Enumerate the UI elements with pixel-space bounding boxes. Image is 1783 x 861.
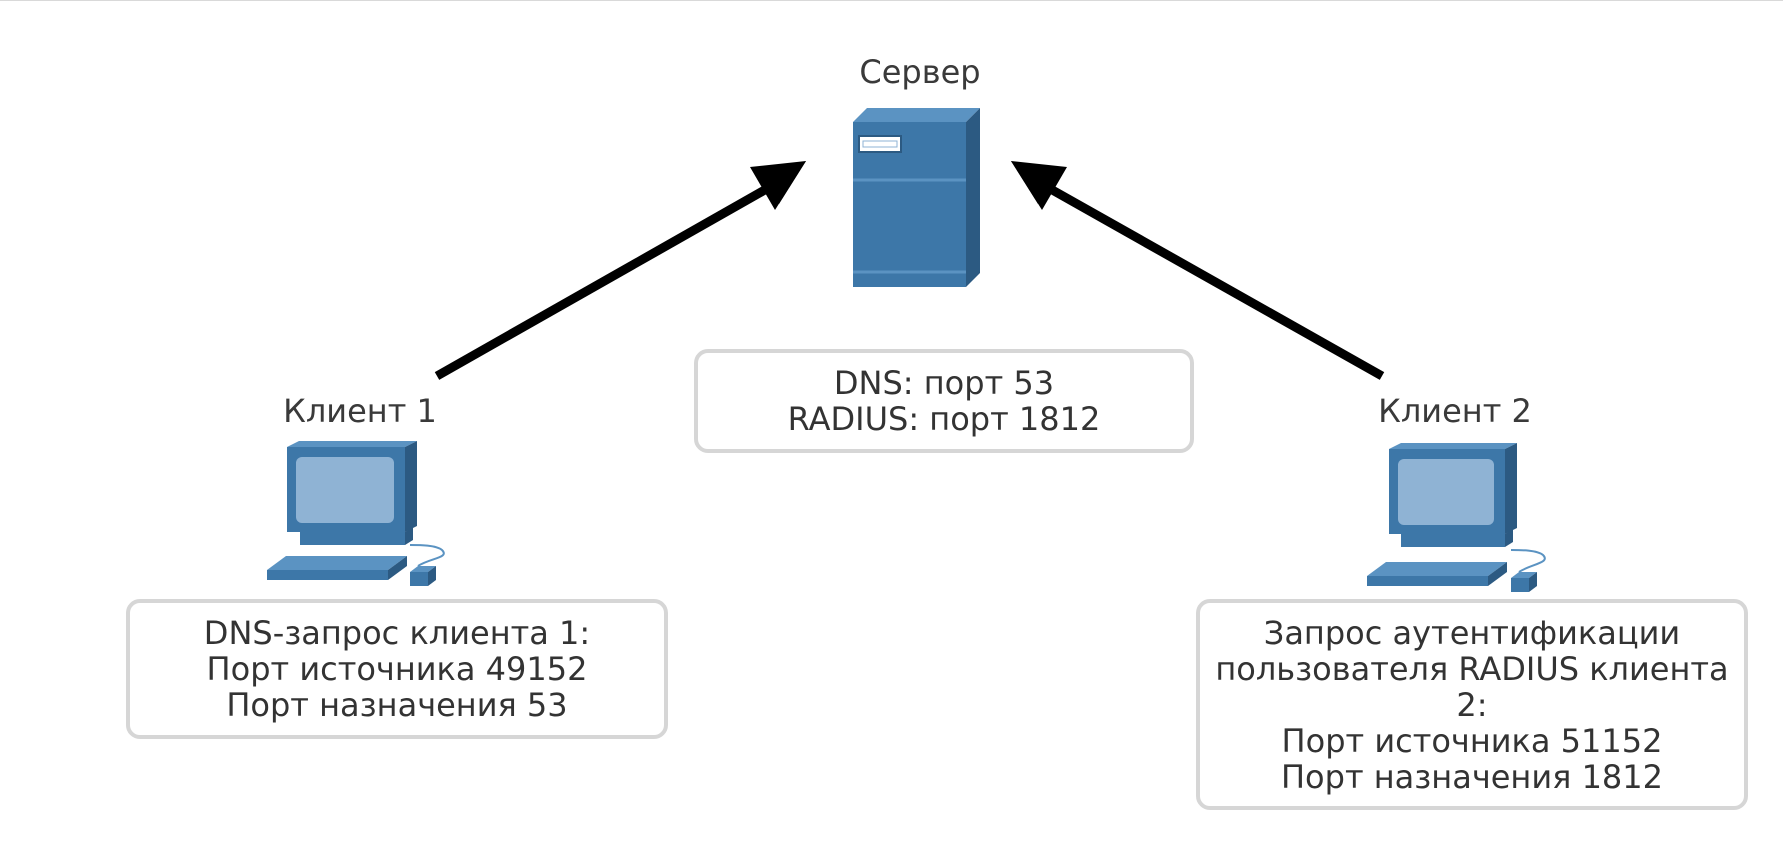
client2-request-title-line1: Запрос аутентификации	[1263, 613, 1681, 652]
client1-request-title: DNS-запрос клиента 1:	[203, 614, 591, 652]
server-label: Сервер	[859, 53, 981, 91]
client1-label: Клиент 1	[283, 392, 437, 430]
server-port-line-dns: DNS: порт 53	[833, 364, 1055, 402]
top-rule	[0, 0, 1783, 1]
client1-request-box: DNS-запрос клиента 1: Порт источника 491…	[126, 599, 668, 739]
client2-source-port: Порт источника 51152	[1281, 721, 1663, 760]
server-ports-box: DNS: порт 53 RADIUS: порт 1812	[694, 349, 1194, 453]
client2-computer-icon	[1367, 443, 1546, 592]
client1-destination-port: Порт назначения 53	[226, 686, 568, 724]
arrow-client2-to-server	[1011, 161, 1385, 380]
client2-label: Клиент 2	[1378, 392, 1532, 430]
client2-request-box: Запрос аутентификации пользователя RADIU…	[1196, 599, 1748, 810]
client1-source-port: Порт источника 49152	[206, 650, 588, 688]
client2-request-title-line3: 2:	[1456, 685, 1488, 724]
server-port-line-radius: RADIUS: порт 1812	[787, 400, 1101, 438]
arrow-client1-to-server	[434, 161, 806, 380]
client2-request-title-line2: пользователя RADIUS клиента	[1215, 649, 1729, 688]
client1-computer-icon	[267, 441, 445, 586]
server-icon	[853, 108, 980, 287]
client2-destination-port: Порт назначения 1812	[1280, 757, 1663, 796]
